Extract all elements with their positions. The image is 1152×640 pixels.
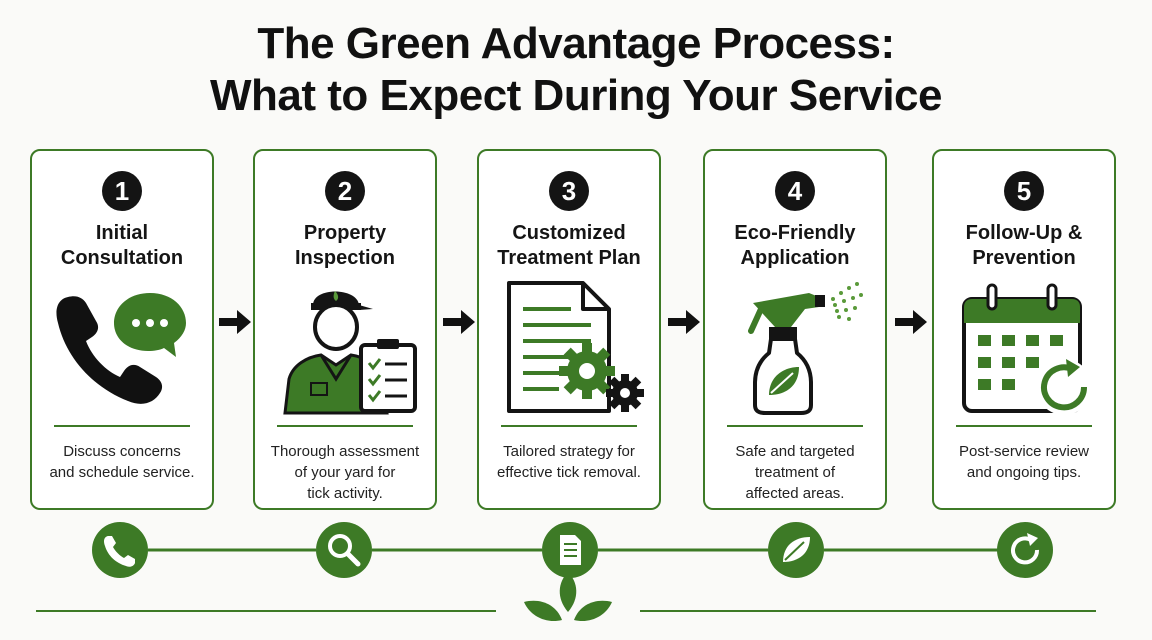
step-desc-5: Post-service review and ongoing tips. — [940, 441, 1108, 483]
step-number-1: 1 — [102, 171, 142, 211]
step-desc-1-line-2: and schedule service. — [49, 464, 195, 481]
step-divider-3 — [501, 425, 637, 427]
step-desc-4-line-2: treatment of — [754, 464, 836, 481]
step-title-4-line-2: Application — [740, 247, 850, 269]
magnifier-icon — [316, 522, 372, 578]
step-title-2-line-1: Property — [303, 222, 387, 244]
step-desc-4: Safe and targeted treatment of affected … — [711, 441, 879, 504]
step-title-1-line-2: Consultation — [60, 247, 184, 269]
page-title: The Green Advantage Process: What to Exp… — [0, 18, 1152, 122]
step-desc-3: Tailored strategy for effective tick rem… — [485, 441, 653, 483]
step-desc-3-line-1: Tailored strategy for — [503, 443, 635, 460]
step-title-4-line-1: Eco-Friendly — [734, 222, 856, 244]
spray-bottle-icon — [748, 282, 863, 415]
step-title-3: Customized Treatment Plan — [483, 221, 655, 271]
step-card-2: 2 Property Inspection Thorough assessmen… — [253, 149, 437, 510]
arrow-right-icon — [219, 310, 251, 334]
step-card-5: 5 Follow-Up & Prevention Post-service re… — [932, 149, 1116, 510]
leaf-icon — [768, 522, 824, 578]
arrow-right-icon — [895, 310, 927, 334]
title-line-1: The Green Advantage Process: — [257, 19, 895, 68]
calendar-refresh-icon — [962, 283, 1092, 415]
step-desc-1: Discuss concerns and schedule service. — [38, 441, 206, 483]
step-title-3-line-2: Treatment Plan — [497, 247, 641, 269]
step-divider-4 — [727, 425, 863, 427]
step-desc-4-line-1: Safe and targeted — [735, 443, 855, 460]
title-line-2: What to Expect During Your Service — [210, 71, 942, 120]
inspector-clipboard-icon — [283, 291, 417, 415]
refresh-icon — [997, 522, 1053, 578]
step-card-4: 4 Eco-Friendly Application Safe and targ… — [703, 149, 887, 510]
step-title-4: Eco-Friendly Application — [709, 221, 881, 271]
step-desc-2-line-1: Thorough assessment — [270, 443, 420, 460]
arrow-right-icon — [443, 310, 475, 334]
phone-icon — [92, 522, 148, 578]
step-card-1: 1 Initial Consultation Discuss concerns … — [30, 149, 214, 510]
step-desc-5-line-1: Post-service review — [958, 443, 1090, 460]
document-gears-icon — [507, 281, 644, 413]
step-desc-3-line-2: effective tick removal. — [497, 464, 641, 481]
process-timeline — [36, 522, 1096, 622]
document-icon — [542, 522, 598, 578]
step-number-4: 4 — [775, 171, 815, 211]
step-title-1-line-1: Initial — [95, 222, 149, 244]
arrow-right-icon — [668, 310, 700, 334]
step-title-5-line-1: Follow-Up & — [965, 222, 1083, 244]
step-desc-4-line-3: affected areas. — [745, 485, 845, 502]
step-title-1: Initial Consultation — [36, 221, 208, 271]
step-title-5-line-2: Prevention — [972, 247, 1076, 269]
step-desc-2: Thorough assessment of your yard for tic… — [261, 441, 429, 504]
step-title-2: Property Inspection — [259, 221, 431, 271]
step-desc-1-line-1: Discuss concerns — [63, 443, 181, 460]
step-divider-5 — [956, 425, 1092, 427]
step-title-5: Follow-Up & Prevention — [938, 221, 1110, 271]
phone-chat-icon — [56, 293, 186, 404]
step-number-2: 2 — [325, 171, 365, 211]
step-title-2-line-2: Inspection — [294, 247, 395, 269]
step-divider-2 — [277, 425, 413, 427]
step-divider-1 — [54, 425, 190, 427]
step-number-5: 5 — [1004, 171, 1044, 211]
step-desc-2-line-3: tick activity. — [307, 485, 383, 502]
step-desc-2-line-2: of your yard for — [294, 464, 396, 481]
leaves-logo-icon — [524, 572, 612, 622]
step-desc-5-line-2: and ongoing tips. — [966, 464, 1082, 481]
step-title-3-line-1: Customized — [512, 222, 626, 244]
step-number-3: 3 — [549, 171, 589, 211]
step-card-3: 3 Customized Treatment Plan — [477, 149, 661, 510]
